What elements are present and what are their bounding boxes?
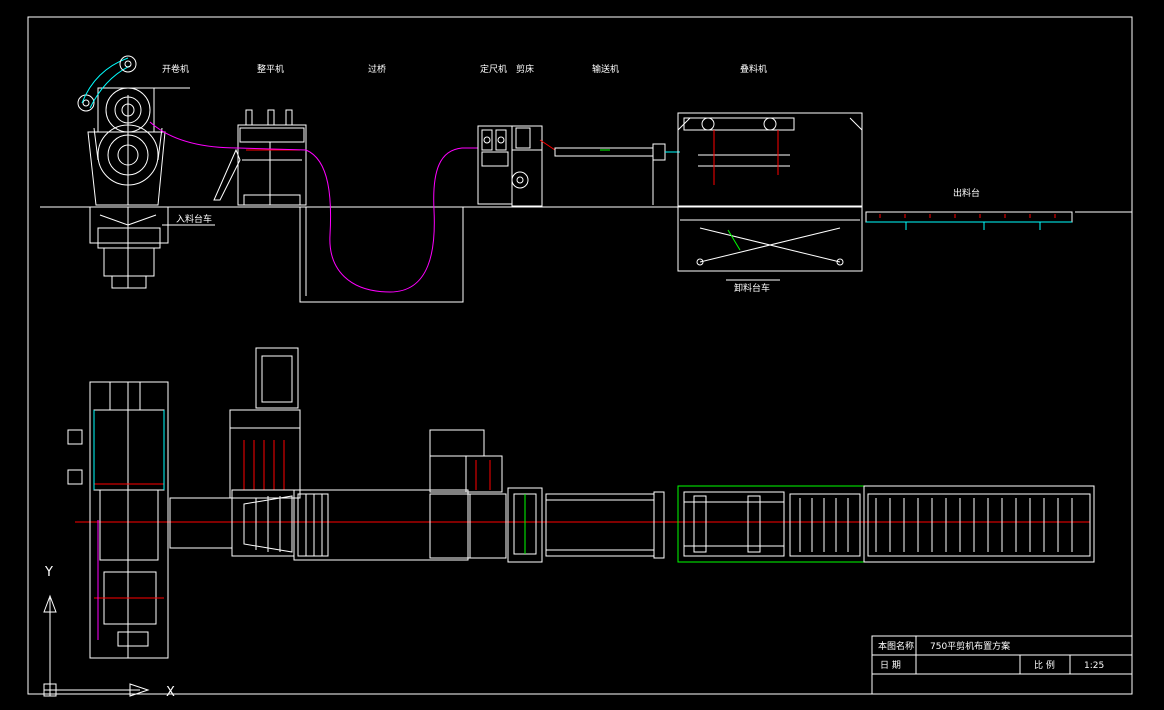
title-name-value: 750平剪机布置方案 — [930, 640, 1010, 652]
title-date-label: 日 期 — [880, 660, 901, 671]
elevation-view — [40, 55, 1132, 303]
sizing-shear-elevation — [477, 125, 556, 207]
conveyor-plan — [545, 491, 665, 559]
label-entry-cart: 入料台车 — [176, 213, 212, 225]
uncoiler-elevation — [77, 55, 190, 289]
label-leveler: 整平机 — [257, 63, 284, 75]
label-shear: 剪床 — [516, 63, 534, 75]
label-stacker: 叠料机 — [740, 63, 767, 75]
title-name-label: 本图名称 — [878, 640, 914, 652]
label-conveyor: 输送机 — [592, 63, 619, 75]
label-bridge: 过桥 — [368, 63, 386, 75]
conveyor-elevation — [554, 143, 680, 205]
bridge-plan — [293, 489, 469, 561]
sizing-plan — [429, 429, 507, 559]
title-scale-value: 1:25 — [1084, 661, 1104, 671]
uncoiler-plan — [67, 381, 169, 659]
leveler-plan — [229, 347, 301, 557]
label-unload-cart: 卸料台车 — [734, 282, 770, 294]
shear-plan — [507, 487, 543, 563]
plan-view — [67, 347, 1095, 659]
stacker-elevation — [677, 112, 863, 281]
ucs-y-label: Y — [44, 565, 53, 580]
stacker-plan — [677, 485, 865, 563]
label-output-table: 出料台 — [953, 187, 980, 199]
leveler-elevation — [213, 109, 307, 206]
drawing-border — [27, 16, 1133, 695]
ucs-x-label: X — [166, 685, 175, 700]
label-uncoiler: 开卷机 — [162, 63, 189, 75]
output-table-elevation — [865, 211, 1073, 230]
ucs-icon — [43, 594, 150, 697]
title-scale-label: 比 例 — [1034, 659, 1055, 671]
label-sizing: 定尺机 — [480, 63, 507, 75]
output-table-plan — [863, 485, 1095, 563]
bridge-pit — [299, 207, 464, 303]
entry-channel — [169, 497, 233, 549]
title-block — [871, 635, 1133, 695]
strip-path — [149, 121, 478, 293]
